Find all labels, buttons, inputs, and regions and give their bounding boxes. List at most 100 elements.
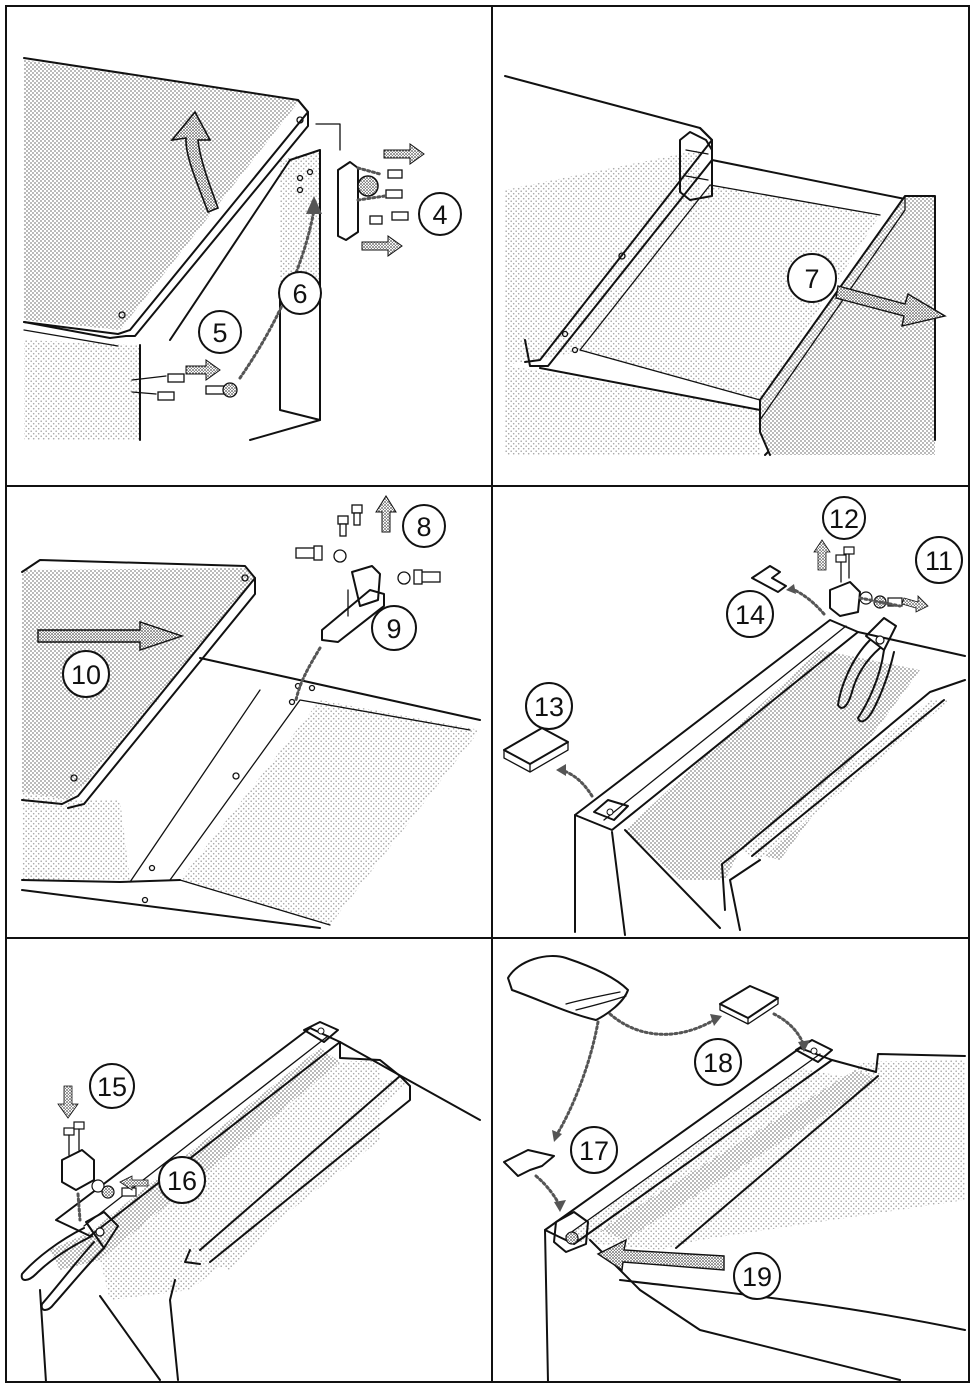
step-callout-12: [822, 496, 866, 540]
lid-edge: [67, 577, 256, 809]
step-callout-15: [89, 1063, 135, 1109]
lid-top-surface: [24, 60, 300, 330]
lift-arrow-icon: [813, 539, 831, 571]
lid-outline: [23, 57, 309, 335]
arrow-head-icon: [710, 1014, 722, 1026]
cabinet-front: [24, 340, 140, 440]
pull-arrow-icon: [361, 235, 403, 257]
hinge-hole: [232, 772, 240, 780]
step-number-7: 7: [804, 264, 819, 294]
panel-fit-hinge-opposite-side: 15 16: [20, 1021, 481, 1383]
lid-underside: [23, 321, 127, 339]
cabinet-front: [505, 365, 760, 455]
hinge-hole: [296, 174, 304, 182]
hinge-hole: [141, 896, 149, 904]
cabinet-rim-edge: [524, 127, 713, 367]
hinge-detail: [685, 149, 709, 181]
pull-arrow-icon: [185, 359, 221, 381]
hinge-hole: [148, 864, 156, 872]
cabinet-top-surface: [625, 650, 920, 880]
hinge-cover-edge: [719, 997, 779, 1025]
screw-hole-icon: [810, 1047, 818, 1055]
screw-hole-icon: [606, 808, 614, 816]
cabinet-base: [249, 419, 321, 441]
leader-line: [131, 375, 167, 395]
step-number-12: 12: [829, 504, 859, 534]
arrow-head-icon: [786, 584, 796, 594]
l-cover-icon: [503, 1149, 555, 1177]
lower-hinge-icon: [593, 799, 629, 821]
step-callout-9: [371, 605, 417, 651]
interior-outline: [579, 184, 881, 401]
step-number-8: 8: [416, 512, 431, 542]
hinge-knob-icon: [565, 1231, 579, 1245]
hinge-hole: [288, 698, 296, 706]
step-callout-18: [694, 1038, 742, 1086]
panel-remove-lower-hinge: 12 11 14 13: [503, 496, 966, 936]
cabinet-back-edge: [711, 159, 911, 201]
fit-door-arrow: [596, 1238, 725, 1272]
alignment-line: [356, 166, 382, 176]
alignment-line: [858, 596, 902, 608]
panel-move-hinge-and-lid: 8 9 10: [21, 495, 481, 929]
step-callout-8: [402, 504, 446, 548]
lid-panel: [760, 196, 935, 455]
lid-panel-edge: [759, 195, 906, 421]
step-callout-11: [915, 536, 963, 584]
cabinet-back-edge: [831, 1053, 966, 1073]
step-number-10: 10: [71, 660, 101, 690]
lift-arrow-icon: [375, 495, 397, 533]
door-edge-line: [675, 1075, 879, 1249]
step-number-19: 19: [742, 1262, 772, 1292]
lid-hole: [296, 116, 304, 124]
step-callout-4: [418, 192, 462, 236]
cabinet-back-edge: [339, 1041, 481, 1121]
cabinet-front-edge: [21, 879, 321, 929]
step-callout-5: [198, 310, 242, 354]
washer-icon: [101, 1185, 115, 1199]
parts-bag-seal: [565, 991, 627, 1011]
arrow-head-icon: [798, 1040, 810, 1052]
hinge-cover-edge: [503, 741, 569, 773]
parts-bag-icon: [507, 955, 629, 1021]
cabinet-interior: [100, 1060, 380, 1300]
hinge-rail-detail: [565, 1053, 833, 1245]
lid-gasket: [23, 329, 119, 347]
pliers-icon: [20, 1211, 119, 1311]
hinge-hole: [308, 684, 316, 692]
step-number-15: 15: [97, 1072, 127, 1102]
step-callout-6: [278, 271, 322, 315]
screw-icon: [835, 554, 847, 563]
alignment-line: [76, 1192, 82, 1222]
step-number-9: 9: [386, 614, 401, 644]
hinge-bracket-icon: [337, 161, 359, 241]
cabinet-front: [22, 800, 130, 880]
washer-icon: [91, 1179, 105, 1193]
door-outline: [209, 1075, 411, 1263]
step-callout-16: [158, 1156, 206, 1204]
cabinet-edge: [199, 1041, 401, 1251]
arrow-head-icon: [552, 1130, 562, 1142]
lid-edge: [125, 99, 309, 337]
cabinet-side: [280, 150, 320, 300]
step-number-13: 13: [534, 692, 564, 722]
hinge-block-icon: [553, 1211, 589, 1253]
screw-hole-icon: [317, 1027, 325, 1035]
hinge-hole: [618, 252, 626, 260]
screw-icon: [295, 504, 441, 585]
panel-remove-hinge-and-lid: 4 5 6: [23, 57, 462, 441]
interior-outline: [129, 689, 261, 883]
hinge-hole: [296, 186, 304, 194]
slide-lid-arrow: [835, 285, 947, 327]
panel-slide-lid-off: 7: [504, 75, 947, 456]
screw-icon: [369, 169, 409, 225]
cabinet-back-edge: [199, 657, 481, 721]
push-lid-arrow: [37, 621, 185, 651]
alignment-line: [294, 646, 322, 702]
lid-hole: [70, 774, 78, 782]
hinge-hole: [306, 168, 314, 176]
hinge-pin-block-icon: [351, 565, 381, 607]
cabinet-side-edge: [611, 829, 721, 936]
leader-line: [315, 123, 341, 151]
